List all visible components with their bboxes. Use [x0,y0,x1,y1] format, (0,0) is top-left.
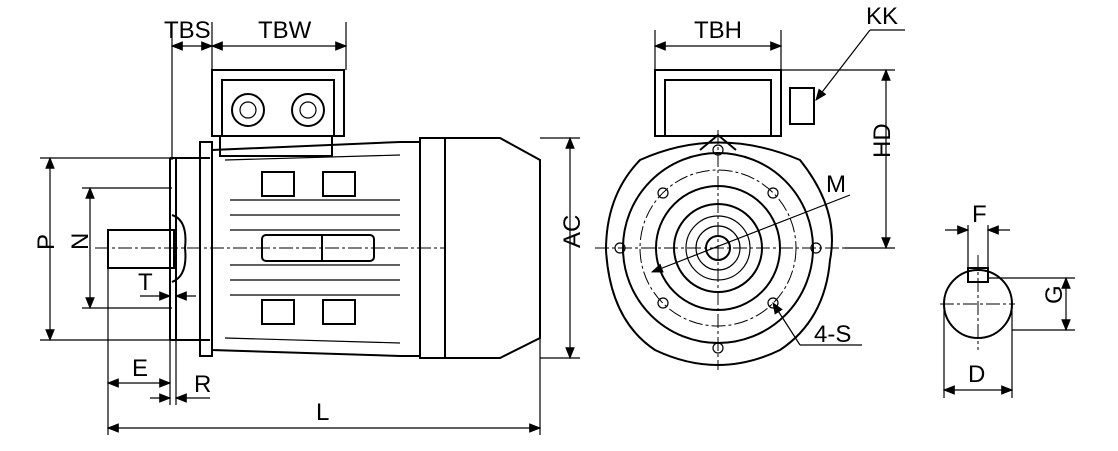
label-t: T [138,269,153,296]
label-f: F [972,201,987,228]
label-kk: KK [866,3,898,30]
side-dimensions: TBS TBW P N T E R L AC [33,17,586,435]
label-g: G [1041,285,1068,304]
label-e: E [132,355,148,382]
label-m: M [826,171,846,198]
front-view [595,69,845,370]
label-r: R [194,371,211,398]
label-hd: HD [869,123,896,158]
label-tbs: TBS [164,17,211,44]
label-tbh: TBH [694,17,742,44]
label-4-s: 4-S [814,321,851,348]
side-view [95,69,541,359]
shaft-section: F G D [940,201,1075,398]
label-l: L [316,399,329,426]
label-p: P [33,234,60,250]
label-n: N [67,233,94,250]
front-dimensions: TBH KK HD M 4-S [650,3,905,348]
label-d: D [968,361,985,388]
label-tbw: TBW [258,17,312,44]
label-ac: AC [559,215,586,248]
